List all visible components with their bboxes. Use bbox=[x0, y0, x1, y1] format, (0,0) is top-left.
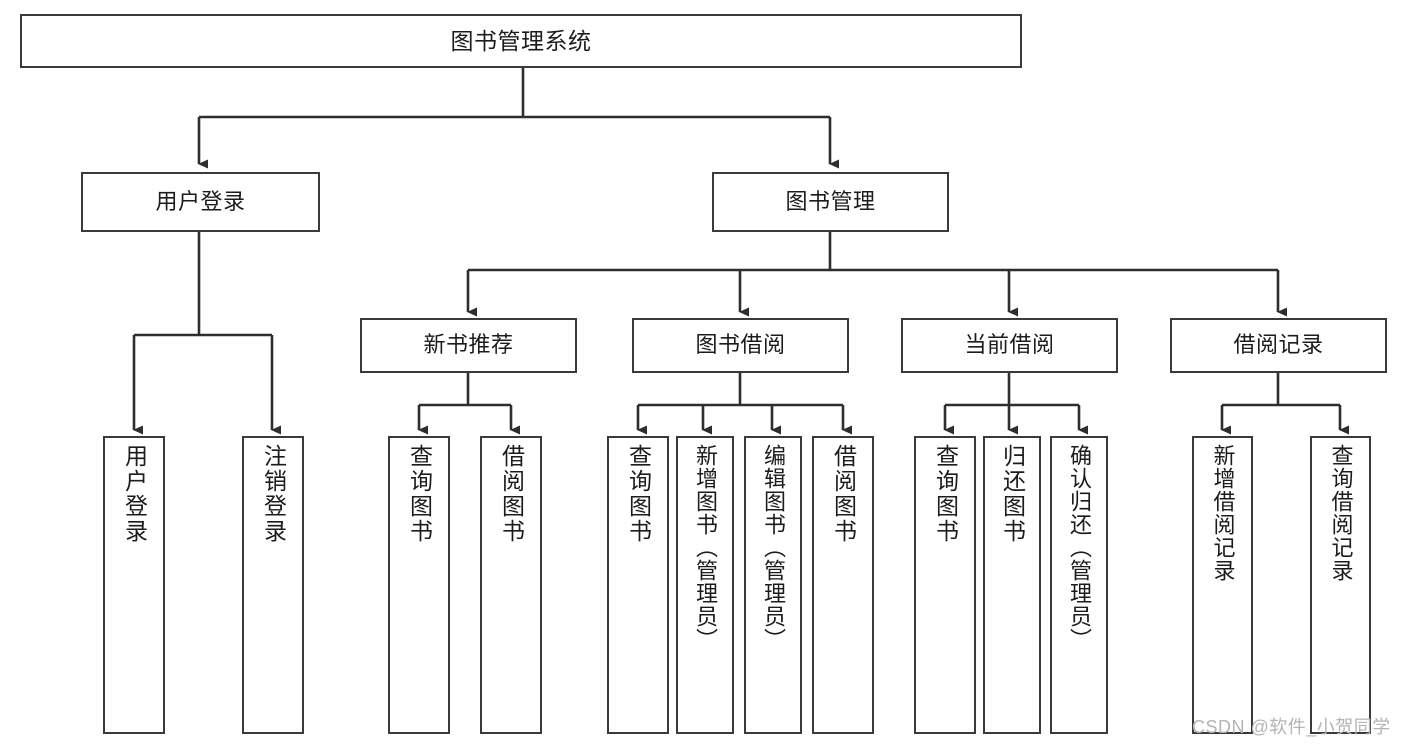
node-user-login[interactable]: 用户登录 bbox=[81, 172, 320, 232]
node-leaf-add-record[interactable]: 新增借阅记录 bbox=[1192, 436, 1253, 734]
node-new-book-recommend[interactable]: 新书推荐 bbox=[360, 318, 577, 373]
node-label: 确认归还（管理员） bbox=[1067, 444, 1092, 651]
node-label: 查询图书 bbox=[625, 444, 652, 544]
node-label: 新增借阅记录 bbox=[1210, 444, 1236, 582]
node-label: 注销登录 bbox=[260, 444, 287, 544]
node-leaf-user-login[interactable]: 用户登录 bbox=[103, 436, 165, 734]
node-label: 归还图书 bbox=[999, 444, 1026, 544]
node-leaf-logout[interactable]: 注销登录 bbox=[242, 436, 304, 734]
node-label: 借阅图书 bbox=[830, 444, 857, 544]
node-label: 查询借阅记录 bbox=[1328, 444, 1354, 582]
node-leaf-add-book[interactable]: 新增图书（管理员） bbox=[676, 436, 734, 734]
node-label: 图书管理系统 bbox=[450, 27, 592, 54]
node-label: 编辑图书（管理员） bbox=[761, 444, 786, 651]
node-leaf-return-book[interactable]: 归还图书 bbox=[983, 436, 1041, 734]
node-leaf-borrow-book-2[interactable]: 借阅图书 bbox=[812, 436, 874, 734]
node-label: 用户登录 bbox=[121, 444, 148, 544]
node-root-system[interactable]: 图书管理系统 bbox=[20, 14, 1022, 68]
node-label: 新增图书（管理员） bbox=[693, 444, 718, 651]
node-label: 查询图书 bbox=[406, 444, 433, 544]
node-current-borrow[interactable]: 当前借阅 bbox=[901, 318, 1118, 373]
node-label: 图书管理 bbox=[785, 188, 876, 214]
node-leaf-query-record[interactable]: 查询借阅记录 bbox=[1310, 436, 1371, 734]
node-book-management[interactable]: 图书管理 bbox=[712, 172, 949, 232]
node-leaf-edit-book[interactable]: 编辑图书（管理员） bbox=[744, 436, 802, 734]
watermark-text: CSDN @软件_小贺同学 bbox=[1192, 717, 1391, 737]
node-label: 图书借阅 bbox=[695, 332, 786, 358]
node-leaf-confirm-return[interactable]: 确认归还（管理员） bbox=[1050, 436, 1108, 734]
node-label: 用户登录 bbox=[155, 188, 246, 214]
node-label: 新书推荐 bbox=[423, 332, 514, 358]
node-borrow-record[interactable]: 借阅记录 bbox=[1170, 318, 1387, 373]
node-book-borrow[interactable]: 图书借阅 bbox=[632, 318, 849, 373]
node-label: 借阅记录 bbox=[1233, 332, 1324, 358]
node-label: 查询图书 bbox=[932, 444, 959, 544]
node-label: 当前借阅 bbox=[964, 332, 1055, 358]
node-leaf-query-book-2[interactable]: 查询图书 bbox=[607, 436, 669, 734]
node-leaf-query-book-3[interactable]: 查询图书 bbox=[914, 436, 976, 734]
node-leaf-query-book-1[interactable]: 查询图书 bbox=[388, 436, 450, 734]
node-label: 借阅图书 bbox=[498, 444, 525, 544]
node-leaf-borrow-book-1[interactable]: 借阅图书 bbox=[480, 436, 542, 734]
